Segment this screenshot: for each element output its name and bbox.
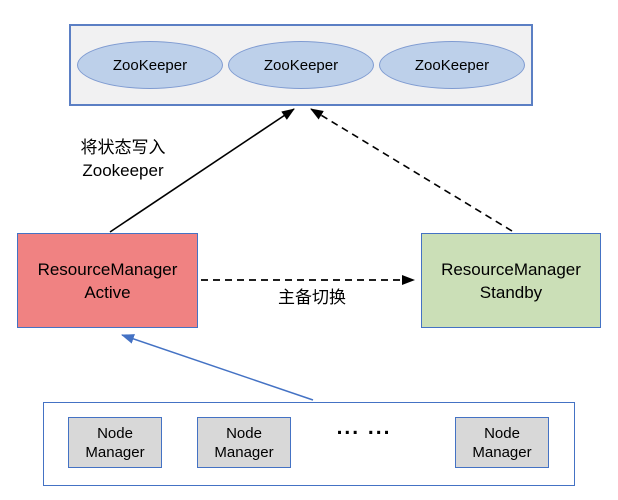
write-state-label: 将状态写入 Zookeeper (53, 136, 193, 182)
resource-manager-active-box: ResourceManager Active (17, 233, 198, 328)
failover-label: 主备切换 (278, 288, 346, 307)
resource-manager-standby-label-line1: ResourceManager (441, 259, 581, 279)
zookeeper-node-3: ZooKeeper (379, 41, 525, 89)
resource-manager-active-label-line1: ResourceManager (37, 259, 178, 279)
zookeeper-cluster-box: ZooKeeper ZooKeeper ZooKeeper (69, 24, 533, 106)
resource-manager-standby-box: ResourceManager Standby (421, 233, 601, 328)
node-manager-label: Node Manager (214, 424, 274, 461)
node-manager-label: Node Manager (472, 424, 532, 461)
node-manager-cluster-box: Node Manager Node Manager ... ... Node M… (43, 402, 575, 486)
zookeeper-node-2: ZooKeeper (228, 41, 374, 89)
write-state-label-line1: 将状态写入 (80, 138, 166, 157)
write-state-label-line2: Zookeeper (82, 161, 164, 180)
zookeeper-node-label: ZooKeeper (414, 56, 490, 74)
resource-manager-standby-label-line2: Standby (479, 282, 543, 302)
node-manager-box-1: Node Manager (68, 417, 162, 468)
zookeeper-node-label: ZooKeeper (263, 56, 339, 74)
arrow-standby-to-zookeeper (310, 108, 513, 232)
arrow-nodemanagers-to-active (121, 334, 314, 401)
zookeeper-node-1: ZooKeeper (77, 41, 223, 89)
node-manager-box-2: Node Manager (197, 417, 291, 468)
node-manager-box-3: Node Manager (455, 417, 549, 468)
zookeeper-node-label: ZooKeeper (112, 56, 188, 74)
node-manager-label: Node Manager (85, 424, 145, 461)
node-manager-ellipsis: ... ... (336, 416, 392, 439)
resource-manager-active-label-line2: Active (84, 282, 131, 302)
